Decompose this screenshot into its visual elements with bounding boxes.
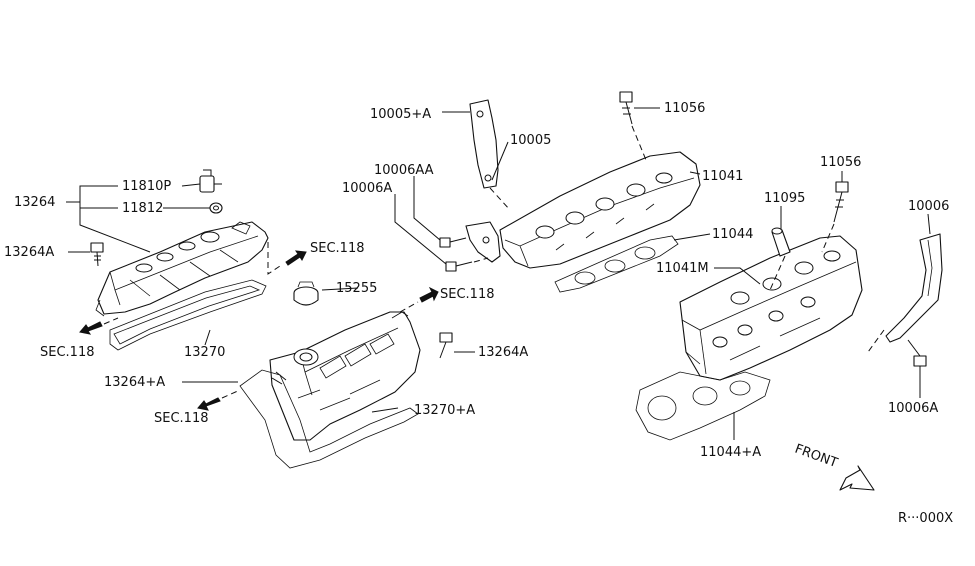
washer-11812 — [209, 202, 223, 214]
bolt-10006AA — [439, 237, 467, 248]
bolt-11056-right — [821, 181, 849, 253]
head-gasket-11044pA — [635, 371, 771, 441]
sec118-arrow-a — [267, 240, 307, 275]
part-11810P — [199, 169, 222, 193]
label-10005: 10005 — [510, 133, 551, 148]
cylinder-head-11041M — [679, 235, 863, 381]
bolt-13264A-mid — [439, 332, 453, 359]
label-13264: 13264 — [14, 195, 55, 210]
bracket-10005 — [465, 221, 501, 263]
part-labels: 13264 11810P 11812 13264A SEC.118 15255 … — [4, 101, 953, 526]
label-11056-top: 11056 — [664, 101, 705, 116]
label-10006A-mid: 10006A — [342, 181, 392, 196]
valve-cover-gasket-right — [239, 369, 419, 469]
bolt-13264A-left — [90, 242, 104, 267]
front-direction-arrow — [839, 465, 875, 491]
label-11041M: 11041M — [656, 261, 709, 276]
label-front: FRONT — [793, 442, 840, 471]
valve-cover-left — [95, 221, 269, 317]
label-10005pA: 10005+A — [370, 107, 431, 122]
sec118-arrow-c — [399, 286, 439, 313]
label-13264A-mid: 13264A — [478, 345, 528, 360]
label-15255: 15255 — [336, 281, 377, 296]
sec118-arrow-b — [79, 317, 119, 335]
diagram-reference-code: R···000X — [898, 511, 953, 526]
label-sec118-d: SEC.118 — [154, 411, 209, 426]
bracket-10006 — [867, 233, 943, 353]
label-sec118-c: SEC.118 — [440, 287, 495, 302]
valve-cover-gasket-left — [109, 279, 267, 351]
label-sec118-b: SEC.118 — [40, 345, 95, 360]
label-13270: 13270 — [184, 345, 225, 360]
label-11812: 11812 — [122, 201, 163, 216]
bolt-11056-top — [619, 91, 647, 161]
label-11810P: 11810P — [122, 179, 171, 194]
label-13270pA: 13270+A — [414, 403, 475, 418]
oil-filler-cap-15255 — [293, 281, 319, 306]
label-11044pA: 11044+A — [700, 445, 761, 460]
valve-cover-right — [269, 311, 421, 441]
bracket-10005pA — [469, 99, 511, 211]
label-10006: 10006 — [908, 199, 949, 214]
label-sec118-a: SEC.118 — [310, 241, 365, 256]
label-13264pA: 13264+A — [104, 375, 165, 390]
leader-lines — [66, 107, 931, 440]
head-gasket-11044 — [554, 235, 679, 293]
label-11041: 11041 — [702, 169, 743, 184]
label-10006AA: 10006AA — [374, 163, 434, 178]
label-11044: 11044 — [712, 227, 753, 242]
sec118-arrow-d — [197, 389, 241, 411]
bolt-13264pA — [271, 371, 287, 385]
label-13264A-left: 13264A — [4, 245, 54, 260]
dowel-11095 — [769, 227, 791, 291]
label-11095: 11095 — [764, 191, 805, 206]
cylinder-head-11041 — [499, 151, 701, 269]
bolt-10006A-mid — [445, 257, 489, 272]
bolt-10006A-right — [907, 339, 927, 367]
label-10006A-right: 10006A — [888, 401, 938, 416]
label-11056-right: 11056 — [820, 155, 861, 170]
